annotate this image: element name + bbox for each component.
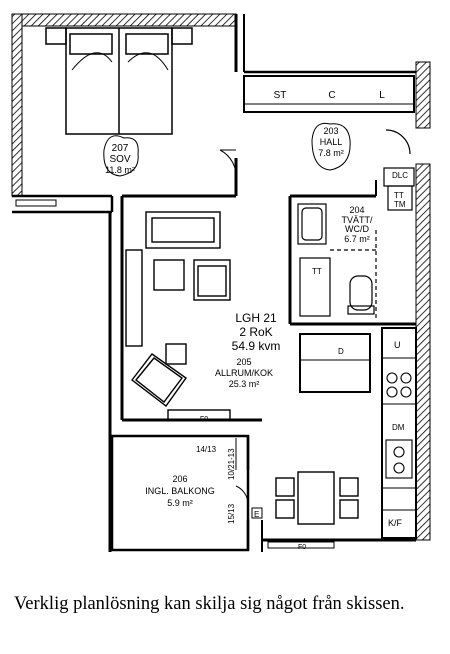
tm-label: TM [394,200,406,209]
wardrobe-label-l: L [379,90,385,101]
room-area: 7.8 m² [318,148,344,158]
door-dim-c: 15/13 [227,503,236,524]
door-dim-a: 14/13 [196,445,217,454]
bedroom-radiator [15,199,57,207]
oven-label: U [394,340,401,350]
room-name-2: WC/D [345,224,369,234]
room-name: TVÄTT/ [342,215,373,225]
room-name: INGL. BALKONG [145,486,215,496]
room-number: 207 [112,143,129,154]
living-furniture [125,211,231,421]
room-name: HALL [320,137,343,147]
kitchen-appliances [385,372,413,479]
entry-fixtures [383,129,415,211]
floor-plan: 207 SOV 11.8 m² ST C L 203 HALL 7.8 m² D… [11,13,431,552]
balcony-label: 206 INGL. BALKONG 5.9 m² [145,474,215,508]
bath-tt-label: TT [312,267,322,276]
exterior-walls [11,13,431,541]
radiator-dim-1: F0 [200,416,208,423]
disclaimer-caption: Verklig planlösning kan skilja sig något… [14,594,405,614]
wardrobe-label-c: C [328,90,335,101]
door-dim-b: 10/21-13 [227,448,236,480]
room-area: 5.9 m² [167,498,193,508]
unit-info: LGH 21 2 RoK 54.9 kvm 205 ALLRUM/KOK 25.… [215,311,280,389]
room-name: ALLRUM/KOK [215,368,273,378]
dining-set [275,471,359,525]
wardrobe-label-st: ST [274,90,287,101]
hall-label: 203 HALL 7.8 m² [311,122,351,171]
tt-label: TT [394,191,404,200]
apartment-rooms: 2 RoK [239,325,272,339]
dishwasher-label: DM [392,423,405,432]
sink-label: D [338,347,344,356]
dlc-label: DLC [392,171,408,180]
kitchen-radiator [267,541,335,549]
room-number: 204 [349,205,364,215]
bathroom-label: 204 TVÄTT/ WC/D 6.7 m² TT [312,205,373,276]
room-number: 206 [172,474,187,484]
bedroom-door [219,149,237,181]
balcony-door [235,438,263,519]
room-area: 11.8 m² [105,165,135,175]
room-number: 205 [236,357,251,367]
room-area: 25.3 m² [229,379,260,389]
double-bed [45,27,193,135]
wardrobe: ST C L [274,90,386,101]
e-mark: E [254,510,259,519]
bedroom-label: 207 SOV 11.8 m² [103,135,139,177]
radiator-dim-2: F0 [298,544,306,551]
bathroom-fixtures [297,203,377,320]
interior-walls [12,14,417,552]
room-number: 203 [323,126,338,136]
fridge-freezer-label: K/F [388,518,403,528]
apartment-area: 54.9 kvm [232,339,281,353]
room-area: 6.7 m² [344,234,370,244]
apartment-id: LGH 21 [235,311,277,325]
room-name: SOV [109,154,130,165]
